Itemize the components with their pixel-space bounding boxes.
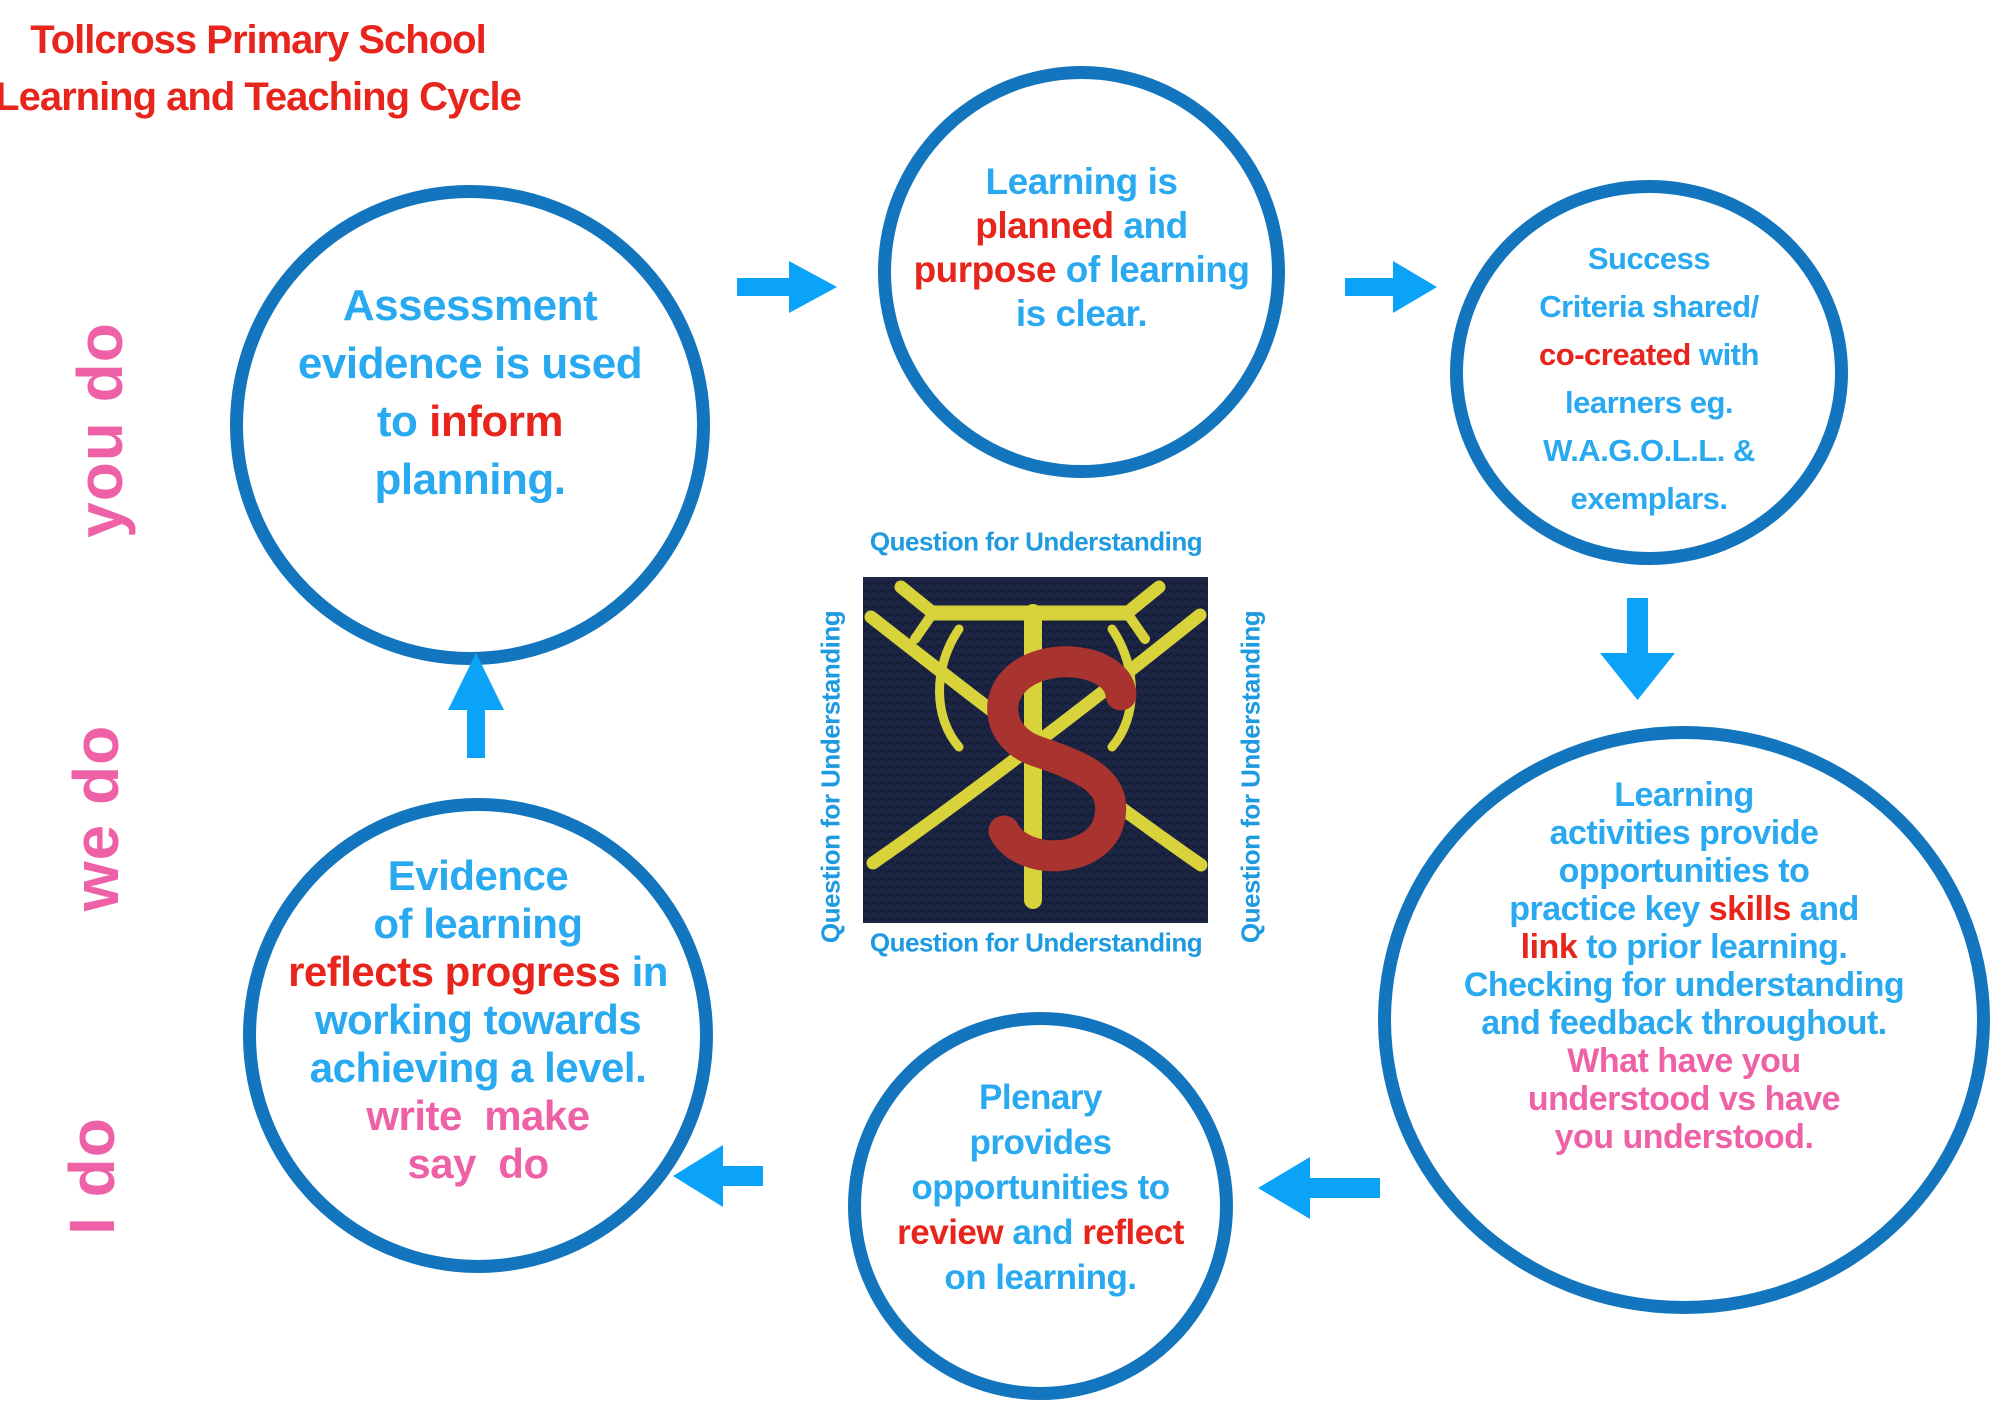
circle-text-line: Plenary	[979, 1077, 1102, 1117]
arrow-plenary-to-evidence-icon	[673, 1145, 763, 1207]
circle-text-line: Criteria shared/	[1539, 288, 1759, 324]
qfu-label-top: Question for Understanding	[869, 526, 1203, 557]
circle-text-line: planning.	[374, 455, 566, 504]
circle-text-line: write make	[366, 1091, 590, 1139]
circle-text-line: exemplars.	[1570, 480, 1729, 516]
circle-text-line: learners eg.	[1564, 384, 1734, 420]
circle-text-line: to inform	[376, 397, 564, 446]
circle-text-line: working towards	[314, 995, 642, 1043]
circle-text-line: is clear.	[1015, 293, 1148, 334]
circle-text-line: achieving a level.	[309, 1043, 647, 1091]
page-title-line1: Tollcross Primary School	[30, 18, 486, 62]
circle-text-line: and feedback throughout.	[1481, 1004, 1887, 1042]
qfu-label-right: Question for Understanding	[1235, 610, 1266, 944]
circle-text-line: evidence is used	[297, 339, 643, 388]
circle-text-line: review and reflect	[897, 1212, 1184, 1252]
circle-text-line: opportunities to	[911, 1167, 1170, 1207]
circle-text-line: Success	[1587, 240, 1711, 276]
page-title-line2: Learning and Teaching Cycle	[0, 75, 522, 119]
circle-plenary-text: Plenary provides opportunities to review an…	[897, 1075, 1184, 1300]
side-label-we-do: we do	[60, 724, 132, 912]
circle-text-line: understood vs have	[1527, 1080, 1841, 1118]
circle-text-line: you understood.	[1554, 1118, 1814, 1156]
circle-text-line: practice key skills and	[1509, 890, 1859, 928]
circle-text-line: provides	[969, 1122, 1112, 1162]
side-label-you-do: you do	[64, 322, 136, 538]
circle-plenary: Plenary provides opportunities to review an…	[848, 1012, 1233, 1400]
school-crest-icon	[863, 577, 1208, 923]
circle-text-line: Learning is	[985, 161, 1178, 202]
circle-text-line: co-created with	[1539, 336, 1759, 372]
circle-text-line: opportunities to	[1558, 852, 1810, 890]
school-crest-logo	[863, 577, 1208, 923]
qfu-label-bottom: Question for Understanding	[869, 927, 1203, 958]
arrow-assessment-to-planned-icon	[737, 261, 837, 313]
page-title: Tollcross Primary School Learning and Te…	[0, 12, 522, 126]
arrow-planned-to-success-icon	[1345, 261, 1437, 313]
circle-text-line: Checking for understanding	[1463, 966, 1905, 1004]
circle-text-line: W.A.G.O.L.L. &	[1543, 432, 1755, 468]
side-label-i-do: I do	[56, 1117, 128, 1235]
circle-text-line: Learning	[1614, 776, 1754, 814]
circle-text-line: What have you	[1567, 1042, 1801, 1080]
circle-text-line: planned and	[975, 205, 1188, 246]
qfu-label-left: Question for Understanding	[815, 610, 846, 944]
circle-text-line: link to prior learning.	[1520, 928, 1848, 966]
circle-text-line: on learning.	[944, 1257, 1137, 1297]
arrow-activities-to-plenary-icon	[1258, 1157, 1380, 1219]
circle-text-line: Assessment	[342, 281, 598, 330]
circle-text-line: activities provide	[1549, 814, 1819, 852]
circle-assessment-text: Assessment evidence is used to inform plann…	[297, 277, 643, 509]
circle-text-line: of learning	[373, 899, 583, 947]
circle-assessment: Assessment evidence is used to inform plann…	[230, 185, 710, 665]
circle-text-line: purpose of learning	[913, 249, 1250, 290]
circle-text-line: say do	[407, 1139, 549, 1187]
circle-text-line: reflects progress in	[288, 947, 668, 995]
circle-text-line: Evidence	[387, 851, 569, 899]
arrow-evidence-to-assessment-icon	[448, 653, 504, 758]
arrow-success-to-activities-icon	[1600, 598, 1675, 700]
